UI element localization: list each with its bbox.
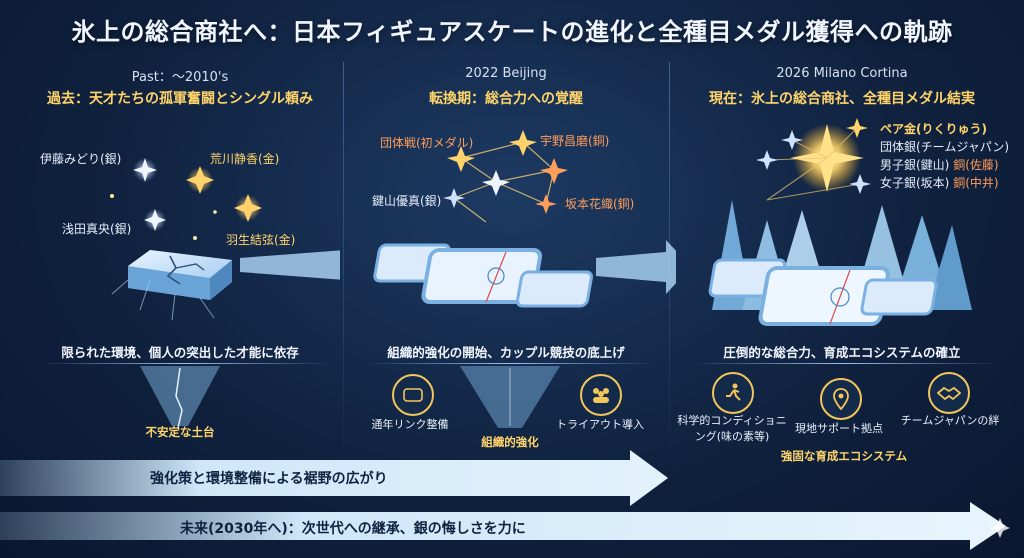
star-label-hanyu: 羽生結弦(金) [226, 233, 296, 247]
medal-men-bronze: 銅(佐藤) [953, 158, 999, 172]
icon-label-rink: 通年リンク整備 [371, 418, 449, 431]
medal-men: 男子銀(鍵山) 銅(佐藤) [880, 156, 999, 173]
rink-platform-icon [373, 243, 593, 308]
gold-star-icon [846, 118, 868, 138]
bronze-star-icon [540, 158, 568, 184]
panel-divider [343, 62, 344, 472]
silver-star-icon [781, 130, 803, 150]
bronze-star-icon [535, 194, 557, 214]
panel2-bottom: 組織的強化 [481, 435, 539, 449]
star-label-team-event: 団体戦(初メダル) [380, 136, 474, 150]
icon-label-conditioning: 科学的コンディショニング(味の素等) [677, 414, 787, 443]
future-arrow-shape [0, 502, 1006, 550]
panel2-era: 2022 Beijing [465, 66, 547, 81]
panel3-caption: 圧倒的な総合力、育成エコシステムの確立 [723, 345, 961, 360]
star-label-ito: 伊藤みどり(銀) [40, 152, 122, 166]
panel1-stars [110, 158, 340, 321]
medal-team-silver: 団体銀(チームジャパン) [880, 140, 1010, 154]
icon-label-team-bond: チームジャパンの絆 [900, 414, 1000, 427]
silver-star-icon [144, 209, 166, 231]
panel3-era: 2026 Milano Cortina [776, 66, 908, 81]
group-icon [580, 374, 622, 416]
panel3-bottom: 強固な育成エコシステム [780, 449, 908, 463]
location-pin-icon [820, 378, 862, 420]
star-label-arakawa: 荒川静香(金) [210, 152, 280, 166]
panel1-caption: 限られた環境、個人の突出した才能に依存 [61, 345, 299, 360]
mid-arrow-text: 強化策と環境整備による裾野の広がり [150, 471, 388, 487]
handshake-icon [928, 372, 970, 414]
gold-star-icon [447, 146, 475, 172]
mid-arrow-shape [0, 450, 668, 506]
star-label-uno: 宇野昌磨(銅) [540, 134, 610, 148]
cracked-ice-block-icon [111, 250, 232, 321]
medal-women: 女子銀(坂本) 銅(中井) [880, 174, 999, 191]
panel1-era: Past：～2010's [131, 70, 229, 85]
rink-platform-icon [708, 258, 938, 326]
future-arrow-text: 未来(2030年へ)：次世代への継承、銀の悔しさを力に [180, 521, 526, 537]
arrow-icon [240, 250, 340, 280]
panel1-bottom: 不安定な土台 [145, 425, 215, 439]
star-label-asada: 浅田真央(銀) [62, 222, 132, 236]
silver-star-icon [443, 188, 465, 208]
medal-women-bronze: 銅(中井) [953, 176, 999, 190]
runner-icon [712, 372, 754, 414]
icon-label-support-base: 現地サポート拠点 [795, 422, 883, 435]
rink-icon [392, 374, 434, 416]
panel3-crystal [708, 118, 972, 326]
panel1-subtitle: 過去：天才たちの孤軍奮闘とシングル頼み [47, 91, 313, 107]
unstable-base-icon [140, 366, 220, 429]
medal-women-silver: 女子銀(坂本) [880, 176, 950, 190]
silver-star-icon [849, 174, 871, 194]
medal-men-silver: 男子銀(鍵山) [880, 158, 950, 172]
panel2-constellation [373, 130, 676, 308]
silver-star-icon [756, 150, 778, 170]
organized-base-icon [460, 366, 560, 428]
bottom-arrows [0, 450, 1010, 550]
arrow-icon [596, 240, 676, 294]
star-label-kagiyama: 鍵山優真(銀) [372, 194, 442, 208]
panel1-separator [40, 363, 330, 364]
panel2-separator [365, 363, 655, 364]
panel3-separator [690, 363, 1000, 364]
page-title: 氷上の総合商社へ：日本フィギュアスケートの進化と全種目メダル獲得への軌跡 [71, 18, 953, 46]
silver-star-icon [482, 170, 510, 196]
panel2-caption: 組織的強化の開始、カップル競技の底上げ [387, 345, 625, 360]
gold-star-icon [234, 194, 262, 222]
star-label-sakamoto: 坂本花織(銅) [565, 197, 635, 211]
icon-label-tryout: トライアウト導入 [556, 418, 644, 431]
silver-star-icon [133, 158, 157, 182]
gold-star-icon [509, 130, 537, 156]
panel2-subtitle: 転換期：総合力への覚醒 [429, 91, 583, 107]
medal-pair-gold: ペア金(りくりゅう) [880, 122, 987, 136]
gold-star-icon [186, 166, 214, 194]
panel3-subtitle: 現在：氷上の総合商社、全種目メダル結実 [709, 91, 975, 107]
sparkle-icon [990, 518, 1010, 538]
